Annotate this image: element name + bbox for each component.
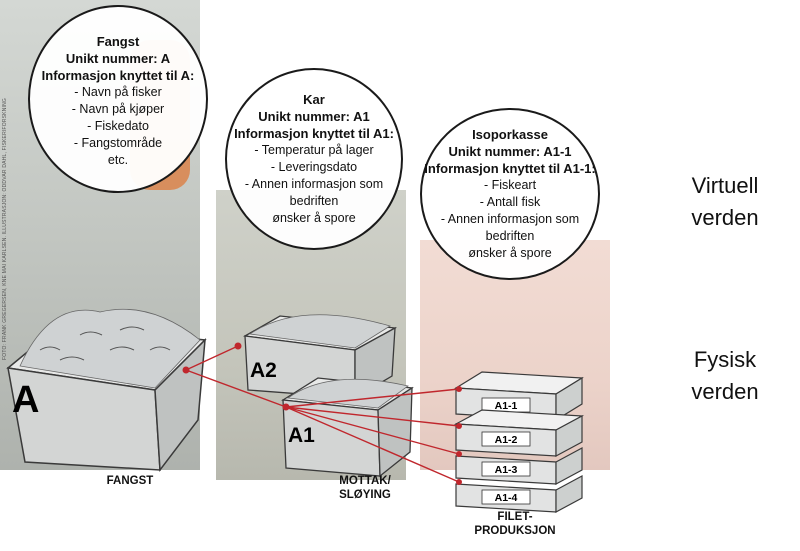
crate-a1-4 — [455, 474, 583, 514]
caption-mottak-line-2: SLØYING — [339, 489, 391, 501]
caption-filet-line-2: PRODUKSJON — [474, 525, 556, 537]
link-lines — [185, 345, 460, 483]
link-dot-a1 — [282, 403, 290, 411]
bubble-item: - Navn på fisker — [74, 85, 162, 99]
bubble-item: - Fiskeart — [483, 178, 537, 192]
bubble-item: bedriften — [289, 194, 339, 208]
box-a1-label: A1 — [288, 424, 315, 447]
bubble-unique-number: Unikt nummer: A — [65, 51, 171, 66]
bubble-info-heading: Informasjon knyttet til A1-1: — [424, 161, 596, 176]
caption-mottak-line-1: MOTTAK/ — [339, 475, 391, 487]
link-a1-crate2 — [285, 406, 460, 427]
link-dot-crate3 — [456, 451, 462, 457]
info-bubble-kar: Kar Unikt nummer: A1 Informasjon knyttet… — [225, 68, 403, 250]
link-a1-crate1 — [285, 388, 460, 408]
link-a1-crate3 — [285, 406, 460, 455]
bubble-item: ønsker å spore — [272, 211, 356, 225]
bubble-info-heading: Informasjon knyttet til A1: — [234, 126, 394, 141]
crate-a1-1-label: A1-1 — [495, 400, 518, 412]
physical-world-label: Fysisk verden — [665, 344, 785, 408]
link-dot-crate4 — [456, 479, 462, 485]
box-a1 — [281, 377, 414, 478]
bubble-item: - Leveringsdato — [270, 160, 358, 174]
bubble-item: - Navn på kjøper — [71, 102, 165, 116]
link-dots — [182, 342, 462, 485]
info-bubble-isoporkasse: Isoporkasse Unikt nummer: A1-1 Informasj… — [420, 108, 600, 280]
caption-filet: FILET- PRODUKSJON — [465, 510, 565, 538]
crate-a1-3-label: A1-3 — [495, 464, 518, 476]
bubble-item: - Fiskedato — [87, 119, 149, 133]
physical-world-line-2: verden — [691, 379, 759, 404]
bubble-item: etc. — [107, 153, 129, 167]
link-dot-a — [182, 366, 190, 374]
crate-stack — [453, 371, 585, 514]
crate-a1-2-label: A1-2 — [495, 434, 518, 446]
bubble-item: - Annen informasjon som — [244, 177, 384, 191]
bubble-item: - Fangstområde — [73, 136, 163, 150]
crate-a1-4-label: A1-4 — [495, 492, 518, 504]
bubble-unique-number: Unikt nummer: A1 — [258, 109, 370, 124]
crate-a1-3 — [455, 446, 583, 486]
box-a2-label: A2 — [250, 359, 277, 382]
virtual-world-line-1: Virtuell — [691, 173, 759, 198]
bubble-item: bedriften — [485, 229, 535, 243]
crate-a1-2 — [453, 409, 585, 458]
link-a1-crate4 — [285, 406, 460, 483]
caption-filet-line-1: FILET- — [497, 511, 533, 523]
physical-world-line-1: Fysisk — [693, 347, 757, 372]
bubble-title: Kar — [303, 92, 325, 107]
link-a-a1 — [185, 369, 287, 408]
box-a — [6, 308, 207, 473]
link-dot-crate1 — [456, 386, 462, 392]
virtual-world-line-2: verden — [691, 205, 759, 230]
virtual-world-label: Virtuell verden — [665, 170, 785, 234]
bubble-item: - Temperatur på lager — [254, 143, 374, 157]
caption-fangst: FANGST — [106, 475, 154, 487]
bubble-title: Isoporkasse — [472, 127, 548, 142]
bubble-info-heading: Informasjon knyttet til A: — [41, 68, 195, 83]
link-dot-a2 — [234, 342, 242, 350]
bubble-title: Fangst — [96, 34, 140, 49]
caption-mottak: MOTTAK/ SLØYING — [330, 474, 400, 502]
box-a-label: A — [12, 379, 39, 421]
link-dot-crate2 — [456, 423, 462, 429]
bubble-item: - Annen informasjon som — [440, 212, 580, 226]
bubble-item: - Antall fisk — [479, 195, 541, 209]
bubble-unique-number: Unikt nummer: A1-1 — [448, 144, 572, 159]
info-bubble-fangst: Fangst Unikt nummer: A Informasjon knytt… — [28, 5, 208, 193]
bubble-item: ønsker å spore — [468, 246, 552, 260]
link-a-a2 — [185, 345, 239, 371]
